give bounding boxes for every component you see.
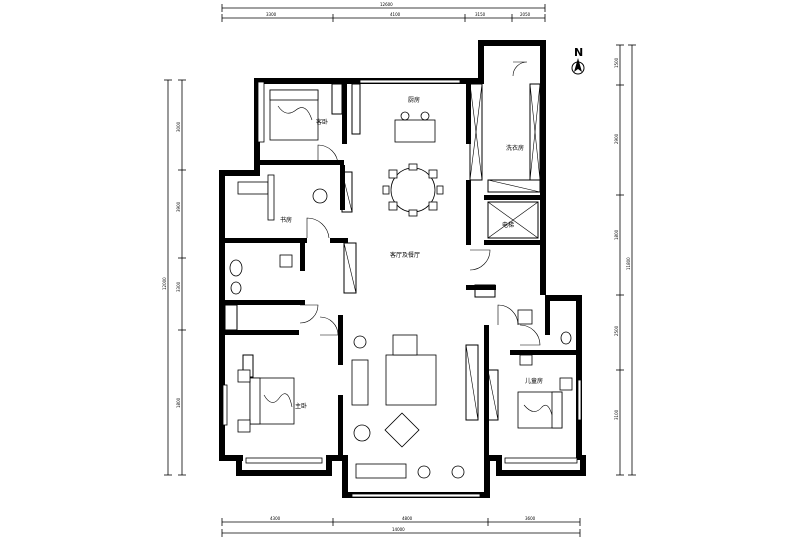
- furniture: [229, 89, 573, 479]
- dim-right-seg-2: 2900: [614, 133, 619, 144]
- elevator-shaft: [487, 201, 539, 239]
- dim-left-seg-4: 1800: [176, 397, 181, 408]
- room-label-kitchen: 厨房: [408, 96, 420, 104]
- dim-top-seg-2: 4100: [390, 12, 401, 17]
- windows: [222, 79, 582, 498]
- dim-right-seg-1: 1500: [614, 57, 619, 68]
- dim-right-seg-5: 3100: [614, 409, 619, 420]
- room-label-bedroom-2: 客卧: [316, 118, 328, 126]
- dimension-top: 12600 3300 4100 3150 2050: [221, 2, 546, 22]
- room-label-master-bedroom: 主卧: [295, 402, 307, 410]
- room-label-laundry: 洗衣房: [506, 144, 524, 152]
- dim-left-total: 12000: [162, 277, 167, 290]
- dim-right-total: 11800: [626, 257, 631, 270]
- dim-right-seg-4: 2500: [614, 325, 619, 336]
- dim-left-seg-2: 3900: [176, 201, 181, 212]
- dim-bottom-seg-2: 4800: [402, 516, 413, 521]
- dim-left-seg-3: 3300: [176, 281, 181, 292]
- room-label-study: 书房: [280, 216, 292, 224]
- dim-left-seg-1: 3000: [176, 121, 181, 132]
- north-label: N: [574, 46, 583, 59]
- dim-top-seg-1: 3300: [266, 12, 277, 17]
- room-label-living-dining: 客厅及餐厅: [390, 251, 420, 259]
- dim-top-seg-3: 3150: [475, 12, 486, 17]
- dimension-right: 1500 2900 1800 2500 3100 11800: [614, 44, 636, 476]
- dimension-bottom: 4300 4800 3600 14000: [221, 516, 581, 537]
- north-arrow: N: [571, 46, 585, 75]
- dim-bottom-total: 14000: [392, 527, 405, 532]
- built-in-cabinets: [224, 83, 541, 421]
- dim-top-seg-4: 2050: [520, 12, 531, 17]
- dim-top-total: 12600: [380, 2, 393, 7]
- doors: [299, 61, 541, 346]
- room-label-child-bedroom: 儿童房: [525, 377, 543, 385]
- dim-bottom-seg-3: 3600: [525, 516, 536, 521]
- room-labels: 客卧 厨房 洗衣房 书房 电梯 客厅及餐厅 主卧 儿童房: [280, 96, 543, 410]
- dim-bottom-seg-1: 4300: [270, 516, 281, 521]
- dimension-left: 12000 3000 3900 3300 1800: [162, 79, 186, 476]
- dim-right-seg-3: 1800: [614, 229, 619, 240]
- room-label-elevator: 电梯: [502, 221, 514, 229]
